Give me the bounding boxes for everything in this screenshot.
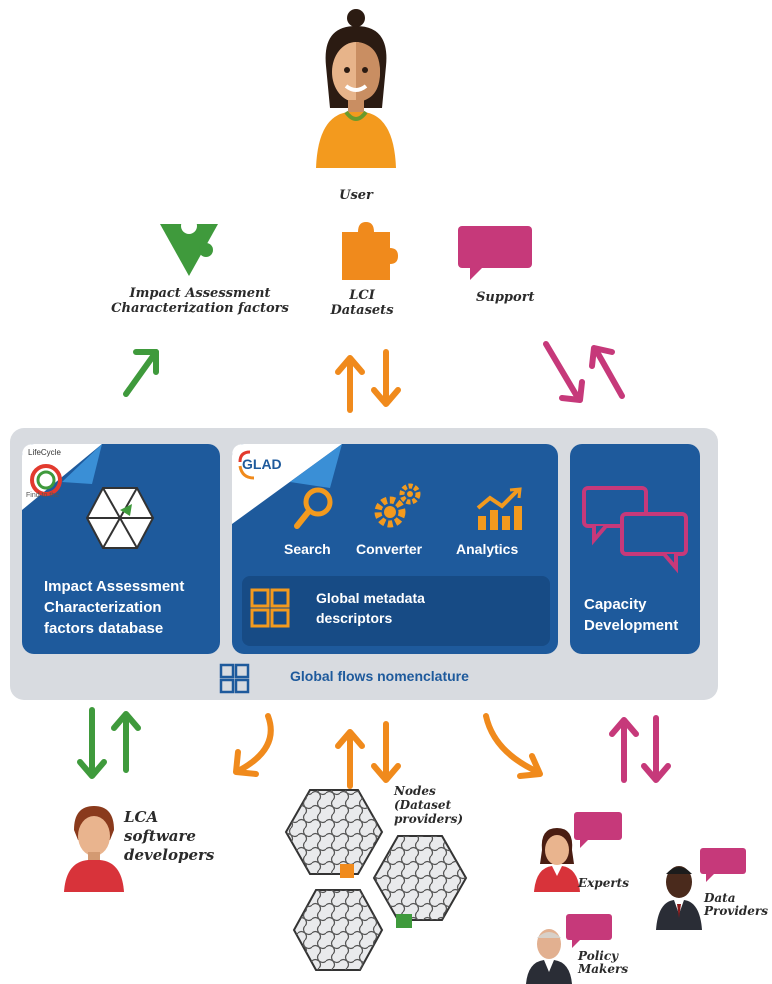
metadata-bar [242, 576, 550, 646]
capacity-chat-icon [582, 486, 688, 574]
lci-puzzle-icon [342, 222, 398, 280]
metadata-label: Global metadata descriptors [316, 590, 425, 626]
arrow-up-orange-bottom [335, 729, 365, 789]
arrow-up-green-bottom [111, 711, 141, 773]
lifecycle-logo [22, 444, 102, 510]
hexagon-puzzle-icon [85, 487, 155, 549]
gear-icon[interactable] [370, 482, 422, 532]
policy-makers-label: Policy Makers [578, 949, 629, 976]
search-label[interactable]: Search [284, 541, 331, 557]
arrow-up-orange [335, 355, 365, 413]
support-label: Support [476, 290, 535, 305]
iac-card-title: Impact Assessment Characterization facto… [44, 578, 185, 637]
experts-label: Experts [578, 876, 629, 890]
arrow-up-magenta-bottom [609, 717, 639, 783]
data-providers-label: Data Providers [704, 891, 768, 918]
arrow-down-magenta-bottom [641, 715, 671, 783]
arrow-down-magenta [543, 341, 585, 403]
glad-logo-text: GLAD [242, 456, 282, 472]
nodes-hexagons-icon [284, 789, 468, 971]
converter-label[interactable]: Converter [356, 541, 423, 557]
analytics-chart-icon[interactable] [474, 486, 522, 532]
puzzle-triangle-icon [160, 218, 218, 276]
data-providers-chat-icon [700, 848, 746, 882]
policy-makers-avatar [526, 929, 572, 984]
nomenclature-puzzle-icon [219, 663, 250, 694]
analytics-label[interactable]: Analytics [456, 541, 519, 557]
arrow-curve-left-orange [233, 713, 274, 777]
arrow-curve-right-orange [483, 713, 543, 779]
lca-developer-label: LCA software developers [124, 808, 215, 864]
user-label: User [339, 188, 373, 203]
glad-logo-flap [232, 444, 342, 524]
experts-avatar [534, 828, 580, 892]
metadata-puzzle-icon [250, 588, 290, 628]
arrow-up-green [123, 349, 159, 397]
lifecycle-logo-subtext: Find to the [26, 492, 60, 499]
user-avatar [316, 9, 396, 168]
support-chat-icon [458, 226, 532, 280]
capacity-label: Capacity Development [584, 596, 679, 634]
lifecycle-logo-text: LifeCycle [28, 448, 61, 457]
experts-chat-icon [574, 812, 622, 848]
data-providers-avatar [656, 866, 702, 930]
policy-makers-chat-icon [566, 914, 612, 948]
search-icon[interactable] [294, 486, 336, 530]
arrow-down-orange-bottom [371, 721, 401, 783]
lca-developer-avatar [64, 806, 124, 892]
arrow-down-orange [371, 349, 401, 407]
nomenclature-label: Global flows nomenclature [290, 668, 469, 684]
arrow-down-green [77, 707, 107, 779]
arrow-up-magenta [589, 345, 625, 399]
nodes-label: Nodes (Dataset providers) [394, 784, 464, 826]
